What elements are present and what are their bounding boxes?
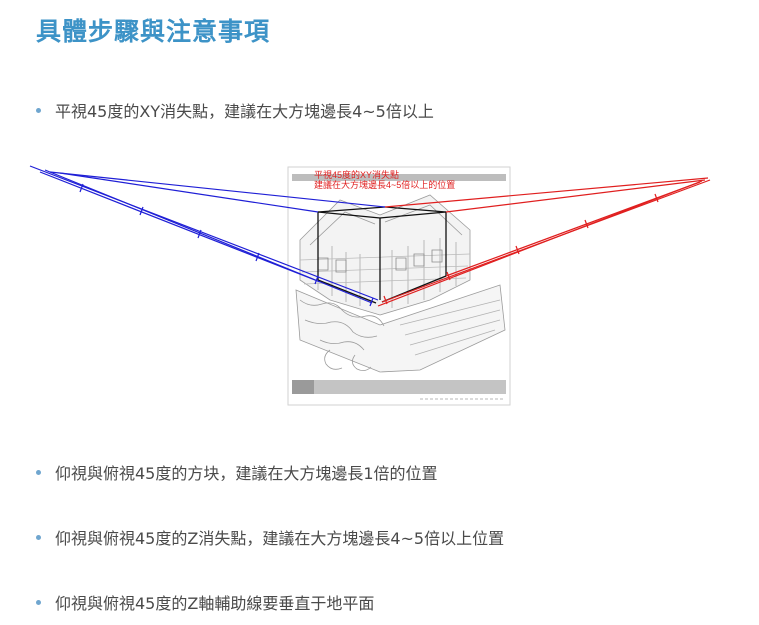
left-vanishing-lines [29,165,386,304]
page-title: 具體步驟與注意事項 [36,17,271,46]
sketch-bottom-band [292,380,506,394]
figure-caption-line2: 建議在大方塊邊長4~5倍以上的位置 [314,179,455,190]
bullet-text: 仰視與俯視45度的Z消失點，建議在大方塊邊長4~5倍以上位置 [55,529,505,548]
bullet-item-cube-position: 仰視與俯視45度的方块，建議在大方塊邊長1倍的位置 [36,462,438,486]
sketch-bottom-band-dark [292,380,314,394]
bullet-text: 平視45度的XY消失點，建議在大方塊邊長4~5倍以上 [55,102,434,121]
right-tick-marks [383,193,659,305]
right-vanishing-lines [377,177,711,307]
bullet-dot-icon [36,600,41,605]
perspective-illustration: 平視45度的XY消失點 建議在大方塊邊長4~5倍以上的位置 [0,150,759,420]
bullet-item-xy-vanishing-point: 平視45度的XY消失點，建議在大方塊邊長4~5倍以上 [36,100,434,124]
figure-caption-line1: 平視45度的XY消失點 [314,169,399,180]
bullet-text: 仰視與俯視45度的Z軸輔助線要垂直于地平面 [55,594,375,613]
bullet-dot-icon [36,470,41,475]
bullet-item-z-vanishing-point: 仰視與俯視45度的Z消失點，建議在大方塊邊長4~5倍以上位置 [36,527,504,551]
bullet-dot-icon [36,108,41,113]
left-tick-marks [79,183,374,307]
bullet-text: 仰視與俯視45度的方块，建議在大方塊邊長1倍的位置 [55,464,438,483]
bullet-dot-icon [36,535,41,540]
cube-wireframe [317,206,447,304]
base-sketch [295,284,506,373]
sketch-top-band [292,174,506,181]
bullet-item-z-axis-guides: 仰視與俯視45度的Z軸輔助線要垂直于地平面 [36,592,374,616]
